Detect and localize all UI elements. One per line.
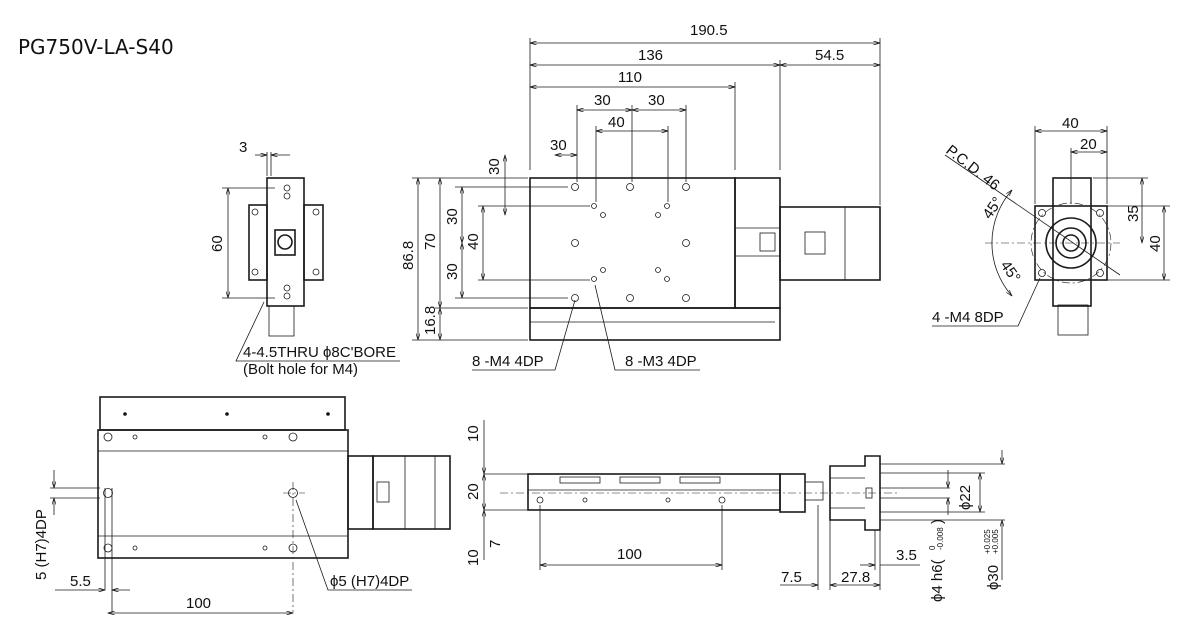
dim-v30top: 30 — [486, 158, 503, 175]
dim-v20: 20 — [465, 483, 482, 500]
end-view-right: 40 20 35 40 P.C.D. 46 45° 45° 4 -M4 8DP — [932, 115, 1170, 336]
dim-60: 60 — [209, 235, 226, 252]
dim-v30a: 30 — [444, 208, 461, 225]
dim-70: 70 — [422, 233, 439, 250]
carriage-outline — [529, 177, 736, 309]
dim-front-100: 100 — [617, 546, 642, 563]
dim-v30b: 30 — [444, 263, 461, 280]
dim-h40: 40 — [1147, 235, 1164, 252]
dim-overall: 190.5 — [690, 22, 728, 39]
dim-shaft-close: ) — [929, 519, 946, 524]
m4-holes — [571, 183, 690, 302]
dim-bore22: ϕ22 — [957, 485, 974, 510]
dim-100: 100 — [186, 595, 211, 612]
dim-body: 136 — [638, 47, 663, 64]
dim-w20: 20 — [1080, 136, 1097, 153]
motor-housing — [734, 177, 781, 309]
dim-motor: 54.5 — [815, 47, 844, 64]
model-title: PG750V-LA-S40 — [18, 35, 174, 59]
dim-v40: 40 — [465, 233, 482, 250]
dim-pcd: P.C.D. 46 — [943, 142, 1003, 194]
dim-7-5: 7.5 — [781, 569, 802, 586]
dim-40: 40 — [608, 114, 625, 131]
dim-30-offset: 30 — [550, 137, 567, 154]
dim-3-5: 3.5 — [896, 547, 917, 564]
dim-shaft-tol-lower: -0.008 — [936, 527, 945, 550]
m3-holes — [591, 203, 670, 282]
side-view-left: 3 60 4-4.5THRU ϕ8C'BORE (Bolt hole for M… — [209, 139, 400, 378]
callout-pin-hole: ϕ5 (H7)4DP — [330, 573, 409, 590]
dim-h35: 35 — [1125, 205, 1142, 222]
dim-shaft: ϕ4 h6( 0 -0.008 ) — [928, 519, 946, 602]
angle-upper: 45° — [979, 194, 1006, 222]
dim-bore30-tol-upper: +0.025 — [983, 529, 992, 554]
dim-3: 3 — [239, 139, 247, 156]
front-view: 10 20 7 10 100 7.5 27.8 3.5 ϕ4 h6( 0 -0.… — [465, 420, 1005, 602]
angle-lower: 45° — [997, 258, 1024, 286]
dim-w40: 40 — [1062, 115, 1079, 132]
bottom-view: 5 (H7)4DP 5.5 100 ϕ5 (H7)4DP — [33, 396, 451, 613]
dim-86-8: 86.8 — [400, 241, 417, 270]
dim-30a: 30 — [594, 92, 611, 109]
callout-bolt-hole: 4-4.5THRU ϕ8C'BORE — [243, 344, 396, 361]
callout-bolt-note: (Bolt hole for M4) — [243, 361, 358, 378]
motor — [779, 206, 881, 281]
dim-bore30-tol-lower: +0.005 — [991, 529, 1000, 554]
dim-v10a: 10 — [465, 425, 482, 442]
dim-shaft-tol-upper: 0 — [928, 545, 937, 550]
callout-m4: 8 -M4 4DP — [472, 353, 544, 370]
callout-m3: 8 -M3 4DP — [625, 353, 697, 370]
dim-30b: 30 — [648, 92, 665, 109]
base — [529, 307, 781, 341]
dim-v7: 7 — [487, 540, 504, 548]
dim-pin-offset: 5 (H7)4DP — [33, 509, 50, 580]
dim-bore30: ϕ30 +0.025 +0.005 — [983, 529, 1002, 590]
top-view: 190.5 136 54.5 110 30 30 40 30 86.8 70 1… — [400, 22, 881, 371]
callout-m4-8dp: 4 -M4 8DP — [932, 309, 1004, 326]
dim-bore30-label: ϕ30 — [985, 565, 1002, 590]
dim-v10b: 10 — [465, 549, 482, 566]
dim-shaft-label: ϕ4 h6( — [929, 559, 946, 602]
dim-27-8: 27.8 — [841, 569, 870, 586]
dim-16-8: 16.8 — [422, 306, 439, 335]
dim-110: 110 — [618, 69, 642, 86]
dim-5-5: 5.5 — [70, 573, 91, 590]
